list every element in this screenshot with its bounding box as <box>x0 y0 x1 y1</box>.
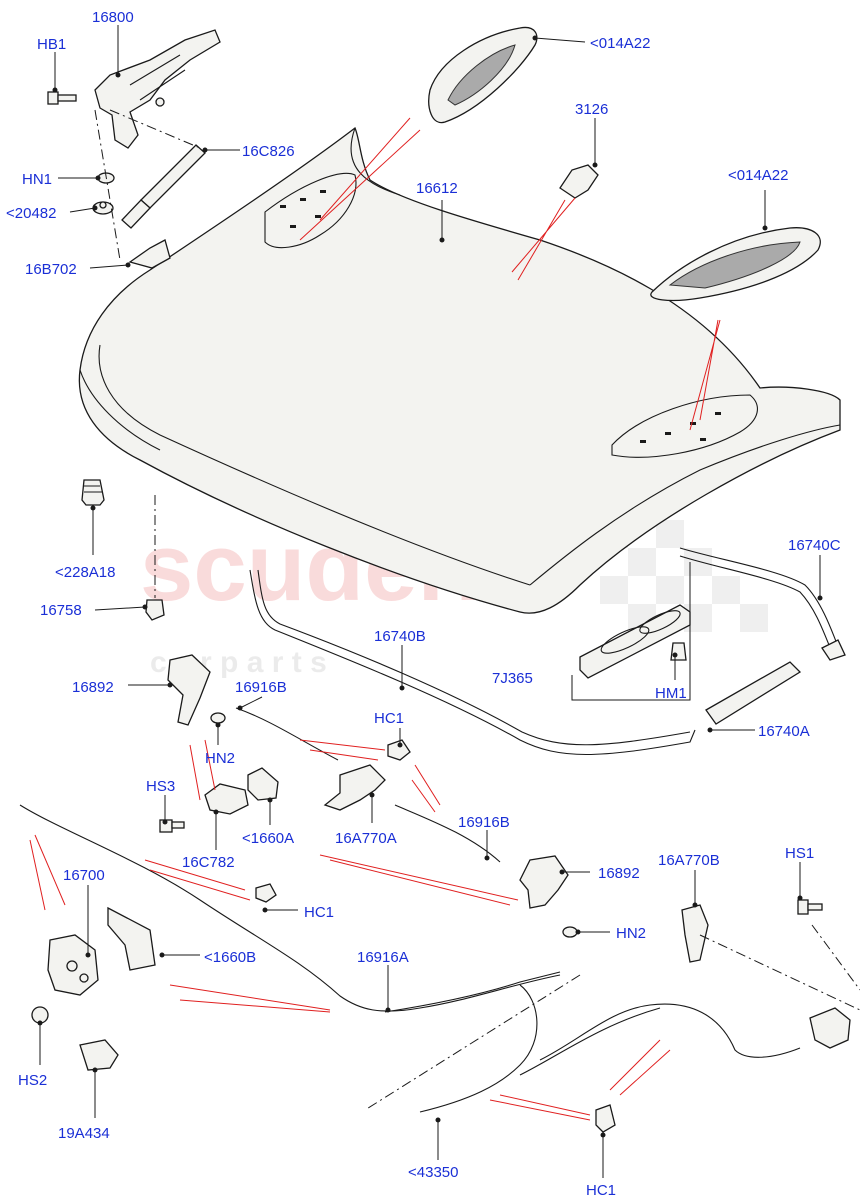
cable-clip-hc1-bottom <box>595 1104 616 1133</box>
grommet-20482 <box>92 201 114 215</box>
clip-hm1 <box>670 642 687 661</box>
nut-hn2-right <box>562 926 578 938</box>
label-16a770a: 16A770A <box>335 830 397 847</box>
assembly-line-cable <box>364 974 581 1111</box>
bolt-hb1 <box>47 91 77 105</box>
label-hn1: HN1 <box>22 171 52 188</box>
reference-lines <box>29 117 721 1121</box>
label-16892-right: 16892 <box>598 865 640 882</box>
bracket-19a434 <box>79 1039 119 1071</box>
label-19a434: 19A434 <box>58 1125 110 1142</box>
bolt-hs1 <box>797 899 823 915</box>
bracket-16892-left <box>167 654 211 726</box>
leader-lines <box>37 25 823 1178</box>
label-hn2-right: HN2 <box>616 925 646 942</box>
label-014a22-right: <014A22 <box>728 167 788 184</box>
label-3126: 3126 <box>575 101 608 118</box>
label-228a18: <228A18 <box>55 564 115 581</box>
label-hs3: HS3 <box>146 778 175 795</box>
seal-16740b <box>249 569 696 756</box>
label-16c782: 16C782 <box>182 854 235 871</box>
latch-assembly-16700 <box>47 934 99 996</box>
label-16740b: 16740B <box>374 628 426 645</box>
label-16916b-mid: 16916B <box>458 814 510 831</box>
label-16612: 16612 <box>416 180 458 197</box>
gas-strut-16c826 <box>121 144 206 229</box>
latch-16a770a <box>323 764 386 811</box>
part-labels: 16800 HB1 HN1 <20482 16C826 16B702 <014A… <box>6 9 841 1199</box>
handle-16a770b <box>681 904 709 963</box>
label-16a770b: 16A770B <box>658 852 720 869</box>
label-16892-left: 16892 <box>72 679 114 696</box>
assembly-line-hs1 <box>811 924 860 991</box>
label-16916a: 16916A <box>357 949 409 966</box>
cable-clip-hc1-left <box>255 883 277 903</box>
hood-vent-cutout-left <box>264 172 357 249</box>
watermark-checker-flag <box>600 520 768 632</box>
bracket-16892-right <box>519 855 569 909</box>
hood-panel <box>78 126 841 614</box>
label-hs2: HS2 <box>18 1072 47 1089</box>
label-16916b-top: 16916B <box>235 679 287 696</box>
label-7j365: 7J365 <box>492 670 533 687</box>
cable-16916b-mid <box>394 804 501 863</box>
label-16b702: 16B702 <box>25 261 77 278</box>
hood-vent-cutout-right <box>611 394 758 458</box>
label-20482: <20482 <box>6 205 56 222</box>
buffer-16758 <box>145 599 165 621</box>
label-16700: 16700 <box>63 867 105 884</box>
emblem-clip-3126 <box>559 164 599 199</box>
assembly-line-hinge <box>94 109 121 261</box>
seal-16740c <box>679 547 846 661</box>
label-1660a: <1660A <box>242 830 294 847</box>
label-hn2-left: HN2 <box>205 750 235 767</box>
label-16800: 16800 <box>92 9 134 26</box>
label-014a22-top: <014A22 <box>590 35 650 52</box>
release-handle-assembly <box>809 1007 851 1049</box>
label-16740a: 16740A <box>758 723 810 740</box>
assembly-line-strut <box>109 109 201 149</box>
label-hs1: HS1 <box>785 845 814 862</box>
hood-hinge-16800 <box>94 29 221 149</box>
strut-bracket-16b702 <box>128 239 171 269</box>
seal-16740a <box>705 661 802 725</box>
cable-16916b-top <box>235 707 339 761</box>
label-hc1-mid: HC1 <box>374 710 404 727</box>
vent-grille-right <box>650 227 821 302</box>
label-hm1: HM1 <box>655 685 687 702</box>
label-16740c: 16740C <box>788 537 841 554</box>
label-hb1: HB1 <box>37 36 66 53</box>
label-16c826: 16C826 <box>242 143 295 160</box>
label-hc1-left: HC1 <box>304 904 334 921</box>
label-hc1-bottom: HC1 <box>586 1182 616 1199</box>
lock-plate-1660b <box>107 906 156 971</box>
label-1660b: <1660B <box>204 949 256 966</box>
safety-catch-16c782 <box>204 783 249 815</box>
pad-1660a <box>247 767 279 801</box>
nut-hn2-left <box>210 712 226 724</box>
vent-grille-top <box>428 26 538 124</box>
hood-buffer-228a18 <box>81 479 105 506</box>
label-16758: 16758 <box>40 602 82 619</box>
assembly-line-handle <box>699 934 860 1011</box>
label-43350: <43350 <box>408 1164 458 1181</box>
